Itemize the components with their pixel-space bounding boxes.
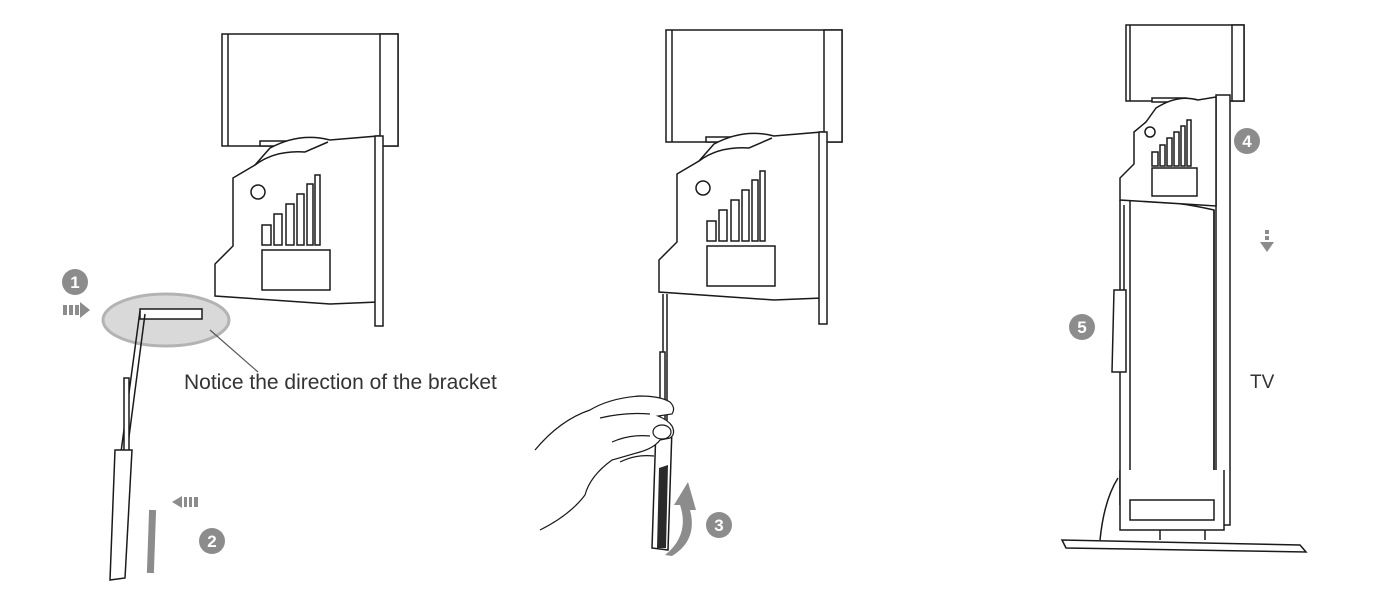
step-number-3: 3 — [714, 516, 723, 535]
step-number-1: 1 — [70, 273, 79, 292]
bracket-direction-note: Notice the direction of the bracket — [184, 371, 497, 394]
bracket-tool — [1111, 205, 1127, 373]
device-body — [214, 135, 384, 327]
mount-box — [1125, 24, 1245, 103]
tv-stand — [1060, 530, 1308, 553]
mount-box — [665, 29, 843, 143]
mount-box — [221, 33, 399, 147]
cable — [1099, 477, 1119, 541]
hand-icon — [534, 395, 675, 531]
tv-label: TV — [1250, 372, 1275, 393]
note-callout-line — [209, 329, 259, 373]
step-badge-2: 2 — [199, 528, 225, 554]
step-badge-1: 1 — [62, 269, 88, 295]
step-badge-3: 3 — [706, 512, 732, 538]
bracket-fill — [657, 465, 668, 548]
rotate-arrow-icon — [665, 482, 696, 556]
step-number-2: 2 — [207, 532, 216, 551]
step-number-5: 5 — [1077, 318, 1086, 337]
step-number-4: 4 — [1242, 132, 1252, 151]
bracket-highlight — [101, 292, 231, 348]
arrow-down-icon — [1260, 230, 1274, 252]
arrow-left-icon — [172, 496, 198, 508]
panel-1-bracket-orientation — [63, 33, 399, 581]
loose-bar — [146, 509, 157, 574]
step-badge-4: 4 — [1234, 128, 1260, 154]
bracket-tool — [109, 308, 203, 581]
tv-body — [1119, 94, 1231, 531]
arrow-right-icon — [63, 302, 90, 318]
step-badge-5: 5 — [1069, 314, 1095, 340]
device-body — [658, 131, 828, 325]
panel-3-attach-to-tv — [1060, 24, 1308, 553]
device-body — [1119, 96, 1217, 207]
panel-2-insert-bracket — [534, 29, 843, 556]
